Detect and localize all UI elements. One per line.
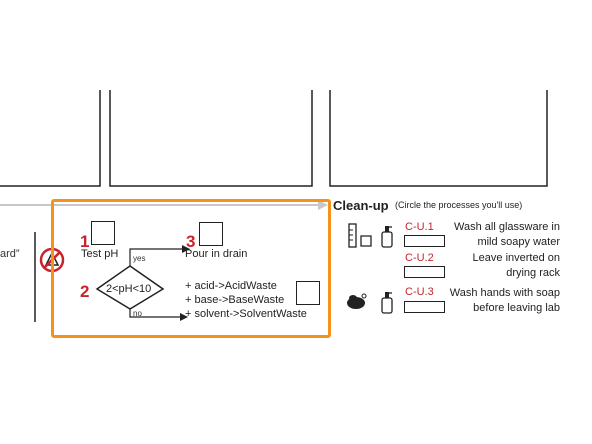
- yes-label: yes: [133, 254, 146, 263]
- cleanup-title: Clean-up: [333, 198, 389, 213]
- step-2-number: 2: [80, 282, 90, 301]
- ph-condition: 2<pH<10: [106, 283, 152, 295]
- step-3-checkbox[interactable]: [199, 222, 223, 246]
- cleanup-checkbox-1[interactable]: [404, 235, 445, 247]
- waste-solvent: + solvent->SolventWaste: [185, 308, 307, 320]
- cleanup-desc-3: Wash hands with soap before leaving lab: [449, 287, 560, 314]
- cleanup-checkbox-2[interactable]: [404, 266, 445, 278]
- waste-acid: + acid->AcidWaste: [185, 280, 277, 292]
- cleanup-code-2: C-U.2: [405, 252, 434, 264]
- step-1-checkbox[interactable]: [91, 221, 115, 245]
- cleanup-subtitle: (Circle the processes you'll use): [395, 200, 523, 210]
- cleanup-code-3: C-U.3: [405, 286, 434, 298]
- cut-off-text: ard”: [0, 248, 20, 260]
- cleanup-desc-2: Leave inverted on drying rack: [472, 252, 560, 279]
- hand-soap-icon: [347, 292, 393, 314]
- highlight-frame: [51, 199, 331, 338]
- step-1-label: Test pH: [81, 248, 119, 260]
- glassware-icon: [348, 223, 393, 248]
- step-1-number: 1: [80, 232, 90, 251]
- waste-checkbox[interactable]: [296, 281, 320, 305]
- no-label: no: [133, 309, 142, 318]
- cleanup-checkbox-3[interactable]: [404, 301, 445, 313]
- step-3-label: Pour in drain: [185, 248, 248, 260]
- cleanup-desc-1: Wash all glassware in mild soapy water: [454, 221, 560, 248]
- cleanup-code-1: C-U.1: [405, 221, 434, 233]
- step-3-number: 3: [186, 232, 196, 251]
- waste-base: + base->BaseWaste: [185, 294, 285, 306]
